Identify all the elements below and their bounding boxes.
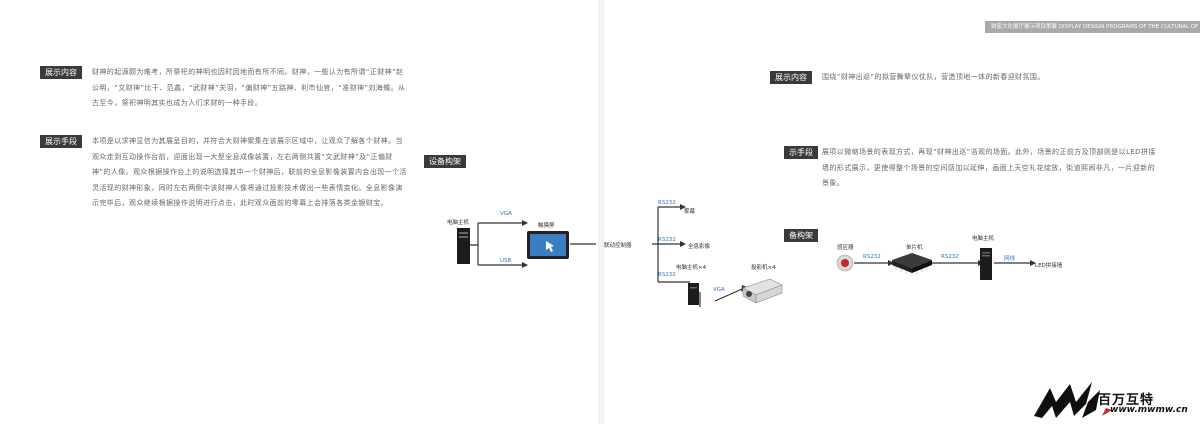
watermark-url: www.mwmw.cn (1110, 405, 1188, 415)
diagram-vga-label: VGA (500, 211, 512, 217)
right-equipment-diagram (836, 248, 1036, 280)
projector-icon (742, 278, 783, 304)
sensor-icon (836, 254, 854, 272)
diagram-projector-label: 投影机×4 (751, 265, 776, 271)
diagram-net-label: 网线 (1004, 256, 1016, 262)
right-means-text: 展项以微缩场景的表现方式，再现“财神出巡”浩观的场面。此外，场景的正前方及顶部则… (822, 148, 1156, 187)
diagram-led-label: LED拼接墙 (1035, 263, 1063, 269)
diagram-sensor-label: 感应器 (837, 245, 854, 251)
diagram-pc4-label: 电脑主机×4 (676, 265, 707, 271)
watermark-brand: 百万互特 (1098, 393, 1155, 408)
right-content-label: 展示内容 (770, 71, 812, 84)
left-content-label: 展示内容 (40, 66, 82, 79)
watermark-logo-icon (1034, 382, 1112, 418)
right-equip-label: 备构架 (784, 229, 818, 242)
diagram-pc-right-label: 电脑主机 (972, 236, 995, 242)
diagram-usb-label: USB (500, 258, 512, 264)
diagram-rs232-a: RS232 (863, 254, 881, 260)
diagram-holo-label: 全息影像 (688, 244, 711, 250)
diagram-controller-label: 联动控制器 (604, 243, 632, 249)
left-content-text: 财神的起源颇为难考，所祭祀的神明也因时因地而有所不同。财神，一般认为有所谓“正财… (92, 68, 406, 107)
diagram-rs232-1: RS232 (658, 200, 676, 206)
chip-icon (892, 253, 932, 274)
diagram-pc-label: 电脑主机 (447, 220, 470, 226)
right-content-text: 围绕“财神出巡”的拟营舞辇仪仗队，营造顶地一体的新春迎财氛围。 (822, 73, 1045, 81)
diagram-rs232-2: RS232 (658, 237, 676, 243)
diagram-rs232-3: RS232 (658, 272, 676, 278)
touch-screen-icon (527, 231, 569, 259)
diagram-curtain-label: 雾幕 (684, 209, 696, 215)
left-equipment-diagram (457, 204, 783, 307)
pc-tower-icon (457, 228, 470, 264)
left-equip-label: 设备构架 (424, 155, 466, 168)
right-means-label: 示手段 (784, 146, 818, 159)
diagram-touch-label: 触摸屏 (538, 223, 555, 229)
pc-tower-4-icon (688, 283, 699, 305)
pc-tower-right-icon (980, 248, 992, 280)
header-bar: 财富文化展厅展示项目策展 DISPLAY DESIGN PROGRAMS OF … (985, 21, 1200, 33)
left-means-label: 展示手段 (40, 135, 82, 148)
diagram-vga2-label: VGA (713, 287, 725, 293)
left-means-text: 本项是以求神显信为其展呈目的，并符合大财神聚集在该展示区域中，让观众了解各个财神… (92, 137, 407, 207)
diagram-mcu-label: 单片机 (906, 245, 923, 251)
page-gutter (598, 0, 604, 424)
diagram-rs232-b: RS232 (941, 254, 959, 260)
